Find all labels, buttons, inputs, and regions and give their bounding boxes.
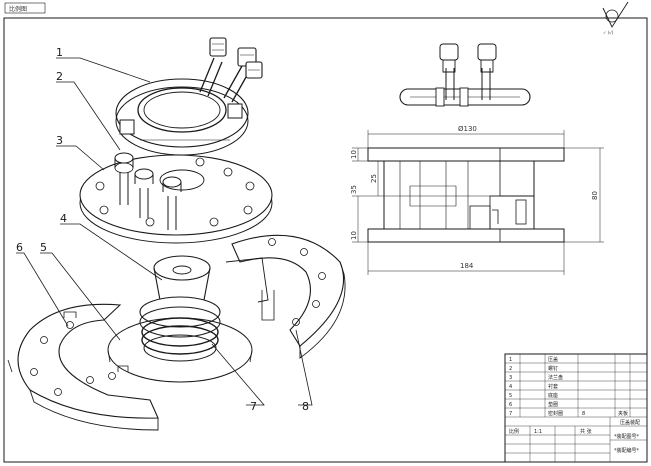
dim-width-bottom: 184 xyxy=(460,262,474,270)
tb-sheet-label: 共 张 xyxy=(580,428,592,435)
tb-row-name: 法兰盘 xyxy=(548,374,563,381)
callout-5: 5 xyxy=(40,241,47,254)
dim-h-mid: 35 xyxy=(350,185,358,194)
tb-row-name: 底座 xyxy=(548,392,558,399)
dimension-lines xyxy=(352,130,604,275)
tb-row-name: 衬套 xyxy=(548,383,558,390)
callout-7: 7 xyxy=(250,400,257,413)
callout-3: 3 xyxy=(56,134,63,147)
tb-drawing-no-2: *装配编号* xyxy=(614,447,640,454)
dim-width-top: Ø130 xyxy=(458,125,477,133)
dim-h-mid2: 25 xyxy=(370,174,378,183)
dim-h-bot: 10 xyxy=(350,231,358,240)
part-4-bushing xyxy=(153,255,211,301)
pipe-fittings xyxy=(199,37,263,103)
tb-row-no: 2 xyxy=(509,366,512,372)
callout-6: 6 xyxy=(16,241,23,254)
tb-row-name: 螺钉 xyxy=(548,365,558,372)
tb-drawing-no-1: *装配图号* xyxy=(614,433,640,440)
section-view xyxy=(367,147,565,243)
part-6-half-plate xyxy=(7,303,159,431)
part-7-seal-stack xyxy=(139,296,221,362)
tb-row-name: 垫圈 xyxy=(548,401,558,408)
leader-lines xyxy=(16,57,313,406)
tb-row-name: 压盖 xyxy=(548,356,558,363)
part-1-clamp-ring xyxy=(115,78,249,156)
part-8-half-plate xyxy=(225,234,346,359)
part-2-bolts xyxy=(114,152,182,230)
corner-tag: 比例图 xyxy=(9,5,27,13)
tb-scale-value: 1:1 xyxy=(534,429,542,435)
callout-4: 4 xyxy=(60,212,67,225)
callout-2: 2 xyxy=(56,70,63,83)
tb-row-name: 密封圈 xyxy=(548,410,563,417)
callout-8: 8 xyxy=(302,400,309,413)
tb-row-no: 6 xyxy=(509,402,512,408)
title-block-rows: 1 压盖 2 螺钉 3 法兰盘 4 衬套 5 底座 6 垫圈 7 密封圈 8 夹… xyxy=(509,356,628,417)
corner-tag-box xyxy=(4,2,46,14)
svg-text:✓ (√): ✓ (√) xyxy=(603,30,614,35)
dim-height-right: 80 xyxy=(591,191,599,200)
tb-row-no: 4 xyxy=(509,384,512,390)
tb-row-no: 5 xyxy=(509,393,512,399)
callout-1: 1 xyxy=(56,46,63,59)
top-view xyxy=(399,43,531,107)
part-5-base-disc xyxy=(107,317,253,383)
tb-row-no: 8 xyxy=(582,411,585,417)
tb-row-no: 3 xyxy=(509,375,512,381)
dim-h-top: 10 xyxy=(350,150,358,159)
tb-row-name: 夹板 xyxy=(618,410,628,417)
roughness-symbol: ✓ (√) xyxy=(602,1,629,35)
tb-row-no: 1 xyxy=(509,357,512,363)
tb-part-name: 压盖装配 xyxy=(620,419,640,426)
tb-scale-label: 比例 xyxy=(509,428,519,435)
title-block xyxy=(504,353,648,463)
tb-row-no: 7 xyxy=(509,411,512,417)
sheet-border xyxy=(3,17,648,463)
